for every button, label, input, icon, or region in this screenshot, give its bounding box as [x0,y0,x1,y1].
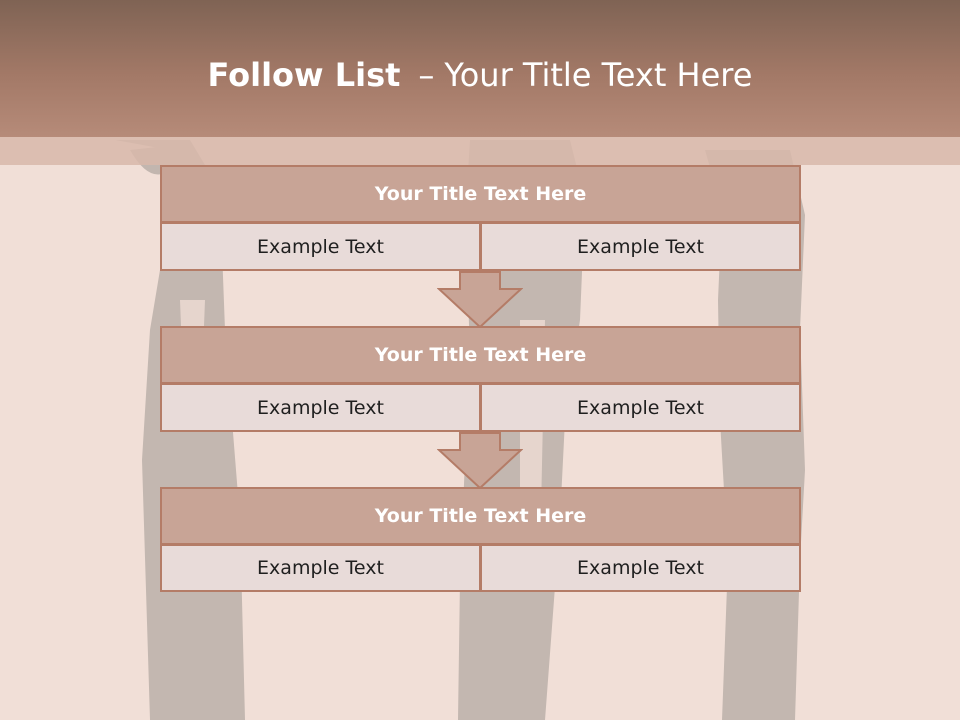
slide-title-rest: Your Title Text Here [444,56,753,94]
flow-step-right-cell: Example Text [480,383,801,432]
flow-step-left-cell: Example Text [160,383,481,432]
flow-step-title: Your Title Text Here [160,165,801,223]
flow-step-left-cell: Example Text [160,544,481,592]
flow-step-title: Your Title Text Here [160,326,801,384]
title-band [0,0,960,137]
slide-title-dash: – [418,56,435,94]
flow-step-1: Your Title Text Here Example Text Exampl… [160,165,801,271]
down-arrow-icon [437,271,523,329]
slide-title-bold: Follow List [207,56,401,94]
flow-step-right-cell: Example Text [480,544,801,592]
down-arrow-icon [437,432,523,490]
flow-step-title: Your Title Text Here [160,487,801,545]
title-underline-strip [0,137,960,165]
flow-step-3: Your Title Text Here Example Text Exampl… [160,487,801,593]
flow-step-right-cell: Example Text [480,222,801,271]
slide-title: Follow List–Your Title Text Here [0,56,960,94]
flow-step-2: Your Title Text Here Example Text Exampl… [160,326,801,432]
flow-step-left-cell: Example Text [160,222,481,271]
